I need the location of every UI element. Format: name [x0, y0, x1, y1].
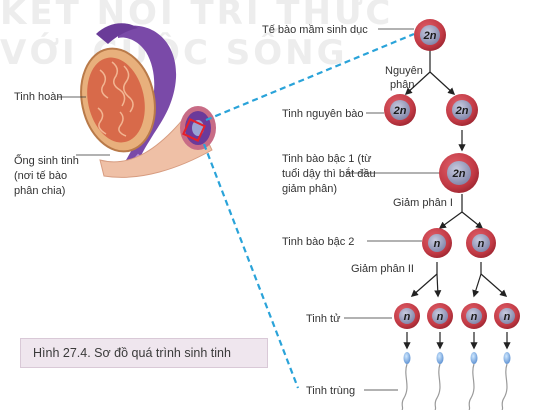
cell-spermatogonium-left-ploidy: 2n — [393, 105, 407, 117]
zoom-line-top — [205, 32, 415, 122]
epididymis-head — [96, 23, 138, 44]
leader-lines — [344, 28, 440, 391]
cell-spermatid-1: n — [394, 303, 420, 329]
label-tinh-bao-bac1-2: tuổi dậy thì bắt đầu — [282, 167, 376, 180]
sperm-4 — [501, 352, 511, 410]
cell-spermatid-4: n — [494, 303, 520, 329]
label-tinh-bao-bac2: Tinh bào bậc 2 — [282, 236, 354, 248]
label-te-bao-mam: Tế bào mầm sinh dục — [262, 24, 368, 36]
cell-germ-ploidy: 2n — [423, 30, 437, 42]
label-tinh-hoan: Tinh hoàn — [14, 91, 63, 103]
zoom-line-bottom — [202, 143, 300, 389]
cell-secondary-left: n — [422, 228, 452, 258]
seminiferous-lobules — [97, 61, 134, 137]
label-tinh-bao-bac1-3: giảm phân) — [282, 183, 337, 195]
epididymis — [118, 25, 177, 166]
label-nguyen-phan-1: Nguyên — [385, 65, 423, 77]
cell-spermatogonium-right: 2n — [446, 94, 478, 126]
label-ong-sinh-tinh: Ống sinh tinh — [14, 153, 79, 167]
label-tinh-bao-bac1-1: Tinh bào bậc 1 (từ — [282, 153, 372, 165]
label-ong-sinh-tinh-2: (nơi tế bào — [14, 170, 67, 182]
cell-secondary-right: n — [466, 228, 496, 258]
cell-spermatogonium-right-ploidy: 2n — [455, 105, 469, 117]
cell-spermatid-2: n — [427, 303, 453, 329]
highlight-square — [182, 118, 206, 142]
cell-primary-spermatocyte: 2n — [439, 153, 479, 193]
cell-spermatogonium-left: 2n — [384, 94, 416, 126]
cell-secondary-left-ploidy: n — [434, 238, 441, 250]
testis-illustration — [58, 23, 216, 178]
label-ong-sinh-tinh-3: phân chia) — [14, 185, 65, 197]
cell-spermatid-2-ploidy: n — [437, 311, 444, 323]
cell-germ: 2n — [414, 19, 446, 51]
cell-primary-ploidy: 2n — [452, 168, 466, 180]
sperm-3 — [468, 352, 478, 410]
label-tinh-nguyen-bao: Tinh nguyên bào — [282, 108, 364, 120]
cell-spermatid-3: n — [461, 303, 487, 329]
cell-spermatid-4-ploidy: n — [504, 311, 511, 323]
sperm-1 — [401, 352, 411, 410]
testis-interior — [87, 57, 145, 143]
cell-spermatid-3-ploidy: n — [471, 311, 478, 323]
figure-caption: Hình 27.4. Sơ đồ quá trình sinh tinh — [20, 338, 268, 368]
cell-spermatid-1-ploidy: n — [404, 311, 411, 323]
label-tinh-trung: Tinh trùng — [306, 385, 355, 397]
cell-secondary-right-ploidy: n — [478, 238, 485, 250]
label-giam-phan-2: Giảm phân II — [351, 263, 414, 275]
label-giam-phan-1: Giảm phân I — [393, 197, 453, 209]
sperm-2 — [434, 352, 444, 410]
watermark-line1: KẾT NỐI TRI THỨC — [0, 0, 393, 33]
division-arrows — [403, 50, 511, 350]
label-tinh-tu: Tinh tử — [306, 313, 341, 325]
